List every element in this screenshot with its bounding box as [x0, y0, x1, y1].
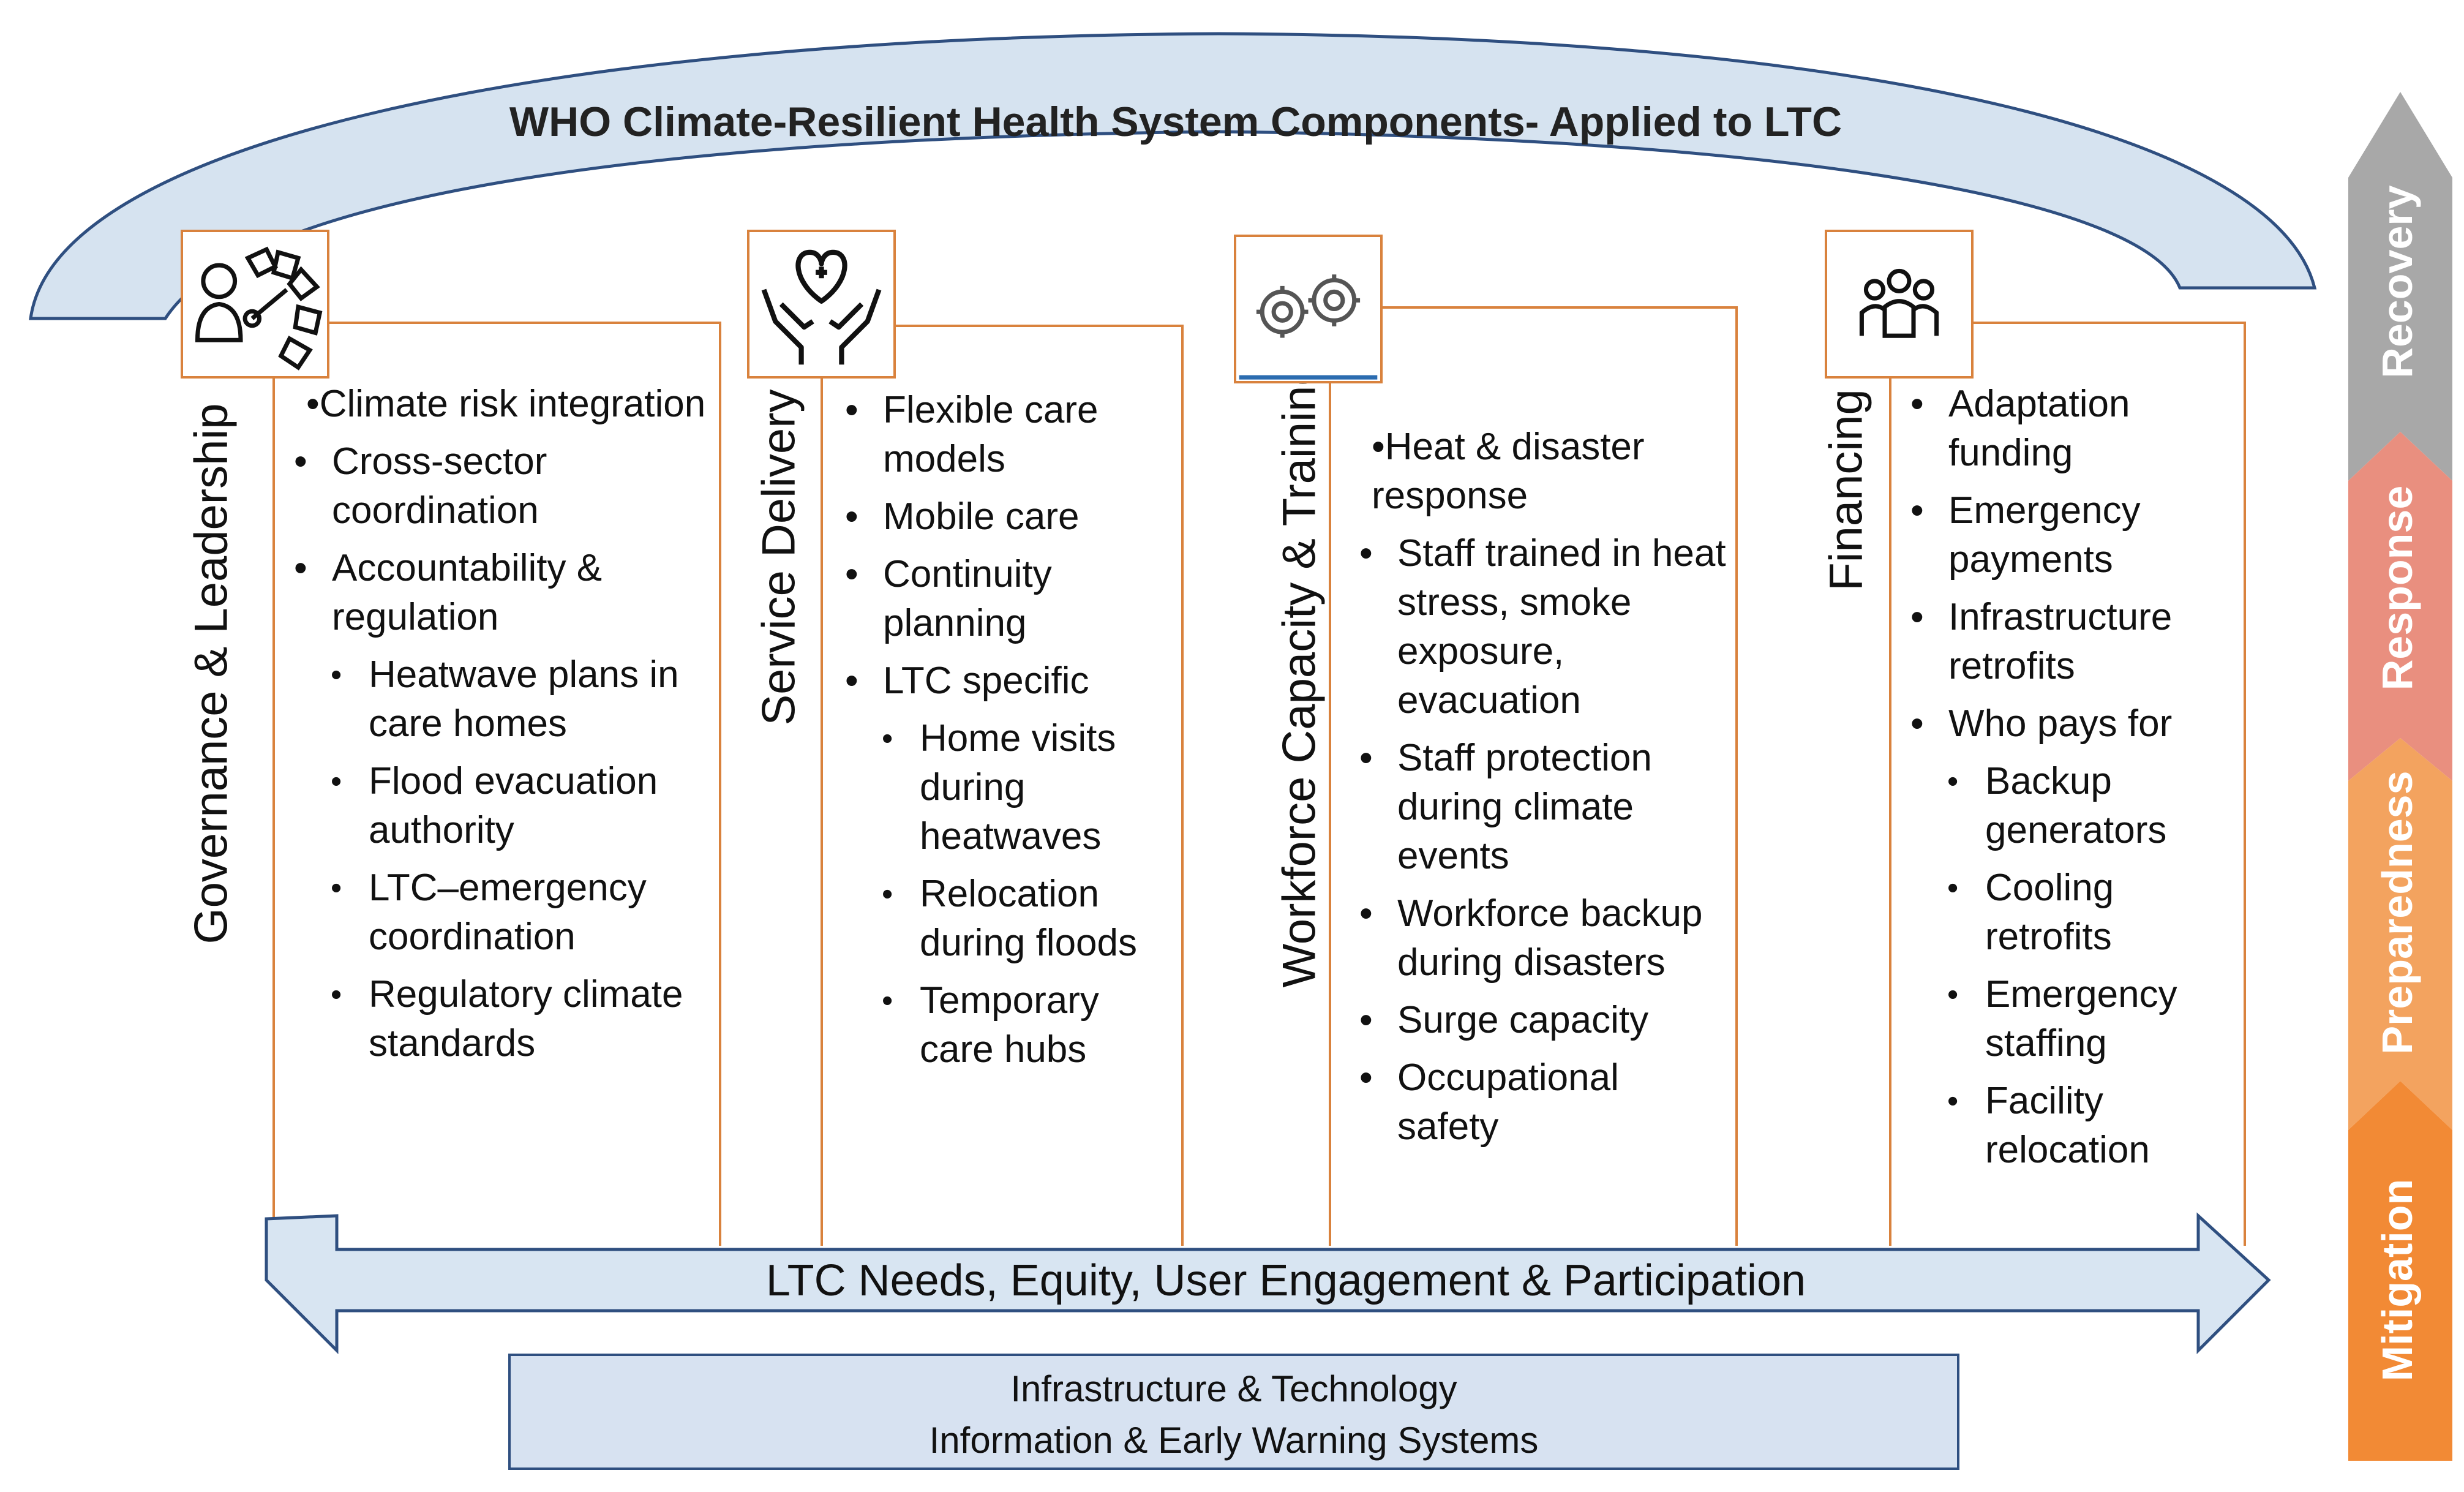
base-arrow-label: LTC Needs, Equity, User Engagement & Par… — [765, 1256, 1806, 1305]
phase-label-preparedness: Preparedness — [2373, 770, 2421, 1055]
list-item: Continuity planning — [845, 550, 1176, 648]
list-item: Staff trained in heat stress, smoke expo… — [1359, 529, 1727, 725]
list-item: Occupational safety — [1359, 1053, 1727, 1151]
list-item: •Heat & disaster response — [1372, 426, 1645, 517]
hands-heart-icon — [747, 230, 896, 379]
base-arrow-shape — [265, 1212, 2271, 1355]
list-item: Accountability & regulation — [294, 544, 710, 642]
leadership-gauge-icon — [181, 230, 329, 379]
list-item: Who pays for — [1910, 699, 2241, 748]
list-item: Infrastructure retrofits — [1910, 593, 2241, 691]
list-item: LTC–emergency coordination — [294, 864, 710, 962]
group-people-icon — [1825, 230, 1974, 379]
list-item: Cross-sector coordination — [294, 437, 710, 535]
list-item: Workforce backup during disasters — [1359, 889, 1727, 987]
list-item: Flood evacuation authority — [294, 757, 710, 855]
financing-items: Adaptation fundingEmergency paymentsInfr… — [1910, 380, 2241, 1183]
list-item: Backup generators — [1910, 757, 2241, 855]
list-item: Staff protection during climate events — [1359, 734, 1727, 881]
phase-label-mitigation: Mitigation — [2373, 1178, 2421, 1382]
list-item: Temporary care hubs — [845, 976, 1176, 1074]
list-item: Facility relocation — [1910, 1077, 2241, 1175]
list-item: LTC specific — [845, 657, 1176, 706]
gears-people-icon — [1234, 235, 1383, 383]
list-item: Flexible care models — [845, 386, 1176, 484]
list-item: •Climate risk integration — [306, 383, 706, 425]
list-item: Surge capacity — [1359, 996, 1727, 1045]
phase-recovery-segment — [2348, 92, 2452, 481]
workforce-items: •Heat & disaster responseStaff trained i… — [1359, 423, 1727, 1160]
phase-mitigation-segment — [2348, 1081, 2452, 1461]
list-item: Relocation during floods — [845, 870, 1176, 968]
infrastructure-line-1: Infrastructure & Technology — [1010, 1368, 1457, 1409]
phase-label-recovery: Recovery — [2373, 185, 2421, 379]
list-item: Emergency payments — [1910, 486, 2241, 584]
list-item: Heatwave plans in care homes — [294, 650, 710, 748]
phase-response-segment — [2348, 432, 2452, 781]
phase-label-response: Response — [2373, 485, 2421, 691]
infrastructure-box: Infrastructure & Technology Information … — [508, 1354, 1959, 1470]
phase-preparedness-segment — [2348, 738, 2452, 1130]
service-delivery-items: Flexible care modelsMobile careContinuit… — [845, 386, 1176, 1083]
list-item: Emergency staffing — [1910, 970, 2241, 1068]
list-item: Regulatory climate standards — [294, 970, 710, 1068]
infrastructure-line-2: Information & Early Warning Systems — [929, 1420, 1539, 1461]
list-item: Home visits during heatwaves — [845, 714, 1176, 861]
list-item: Adaptation funding — [1910, 380, 2241, 478]
list-item: Cooling retrofits — [1910, 864, 2241, 962]
diagram-title: WHO Climate-Resilient Health System Comp… — [509, 99, 1842, 145]
governance-items: •Climate risk integrationCross-sector co… — [294, 380, 710, 1077]
list-item: Mobile care — [845, 492, 1176, 541]
top-arc-shape — [29, 32, 2317, 320]
